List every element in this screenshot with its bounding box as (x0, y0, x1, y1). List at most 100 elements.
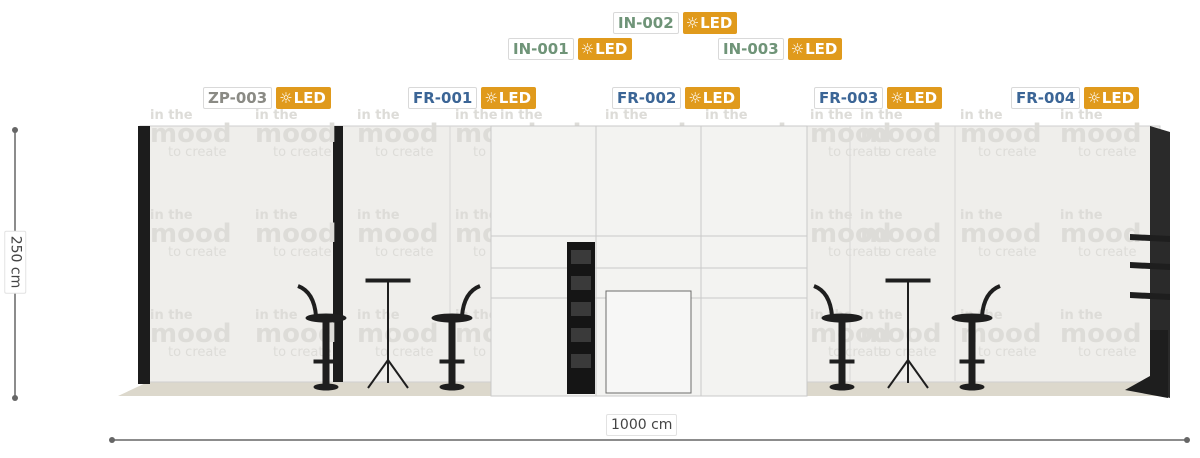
svg-text:in the: in the (860, 308, 903, 323)
svg-text:to create: to create (1078, 145, 1136, 160)
svg-text:in the: in the (455, 108, 498, 123)
svg-text:to create: to create (878, 145, 936, 160)
svg-text:in the: in the (860, 108, 903, 123)
svg-text:to create: to create (828, 145, 886, 160)
bar-table (365, 278, 411, 389)
svg-text:mood: mood (810, 219, 891, 249)
light-tag-fr-002: FR-002☼LED (612, 87, 741, 109)
sun-icon: ☼ (685, 14, 700, 32)
led-text: LED (293, 89, 326, 107)
svg-text:to create: to create (375, 345, 433, 360)
width-dimension-label: 1000 cm (606, 414, 678, 436)
led-badge: ☼LED (787, 38, 843, 60)
wall-shelves (1125, 234, 1170, 398)
led-badge: ☼LED (685, 87, 741, 109)
svg-text:in the: in the (150, 108, 193, 123)
svg-text:mood: mood (1060, 219, 1141, 249)
led-text: LED (805, 40, 838, 58)
light-tag-fr-004: FR-004☼LED (1011, 87, 1140, 109)
light-tag-in-001: IN-001☼LED (508, 38, 633, 60)
svg-text:to create: to create (375, 245, 433, 260)
bar-table (885, 278, 931, 389)
bar-stool (431, 284, 481, 391)
height-dimension-label: 250 cm (4, 230, 27, 294)
zp-divider-post (333, 126, 343, 382)
svg-text:mood: mood (960, 219, 1041, 249)
svg-text:in the: in the (255, 208, 298, 223)
bar-stool (813, 284, 863, 391)
svg-text:to create: to create (978, 345, 1036, 360)
svg-text:to create: to create (168, 345, 226, 360)
fixture-code: ZP-003 (203, 87, 273, 109)
led-badge: ☼LED (887, 87, 943, 109)
sun-icon: ☼ (688, 89, 702, 107)
sun-icon: ☼ (580, 40, 595, 58)
svg-text:mood: mood (860, 119, 941, 149)
svg-text:in the: in the (810, 108, 853, 123)
svg-text:in the: in the (605, 108, 648, 123)
light-tag-in-002: IN-002☼LED (613, 12, 738, 34)
svg-text:mood: mood (357, 319, 438, 349)
svg-text:in the: in the (1060, 308, 1103, 323)
svg-text:in the: in the (455, 208, 498, 223)
light-tag-in-003: IN-003☼LED (718, 38, 843, 60)
svg-text:in the: in the (960, 208, 1003, 223)
svg-text:mood: mood (255, 119, 336, 149)
svg-text:mood: mood (150, 319, 231, 349)
svg-text:to create: to create (168, 145, 226, 160)
svg-text:mood: mood (255, 219, 336, 249)
svg-text:mood: mood (860, 219, 941, 249)
fixture-code: IN-002 (613, 12, 679, 34)
sun-icon: ☼ (279, 89, 293, 107)
svg-text:to create: to create (273, 345, 331, 360)
led-text: LED (904, 89, 938, 107)
sun-icon: ☼ (484, 89, 498, 107)
svg-text:mood: mood (357, 119, 438, 149)
svg-text:to create: to create (273, 145, 331, 160)
svg-text:mood: mood (960, 119, 1041, 149)
svg-text:to create: to create (1078, 245, 1136, 260)
svg-text:to create: to create (878, 245, 936, 260)
led-badge: ☼LED (577, 38, 633, 60)
led-badge: ☼LED (481, 87, 537, 109)
svg-text:in the: in the (150, 308, 193, 323)
svg-text:in the: in the (357, 208, 400, 223)
svg-text:mood: mood (810, 119, 891, 149)
furniture (297, 278, 1001, 391)
svg-text:in the: in the (255, 108, 298, 123)
svg-text:in the: in the (255, 308, 298, 323)
light-tag-fr-003: FR-003☼LED (814, 87, 943, 109)
fixture-code: IN-003 (718, 38, 784, 60)
bar-stool (951, 284, 1001, 391)
svg-text:mood: mood (860, 319, 941, 349)
sun-icon: ☼ (790, 40, 805, 58)
svg-text:in the: in the (357, 108, 400, 123)
svg-text:to create: to create (828, 245, 886, 260)
left-post (138, 126, 150, 384)
svg-text:to create: to create (168, 245, 226, 260)
svg-text:in the: in the (357, 308, 400, 323)
fixture-code: IN-001 (508, 38, 574, 60)
led-badge: ☼LED (276, 87, 331, 109)
led-badge: ☼LED (682, 12, 738, 34)
svg-text:in the: in the (705, 108, 748, 123)
svg-text:in the: in the (810, 208, 853, 223)
svg-text:mood: mood (150, 119, 231, 149)
svg-text:to create: to create (978, 245, 1036, 260)
svg-text:in the: in the (860, 208, 903, 223)
svg-text:to create: to create (1078, 345, 1136, 360)
svg-text:in the: in the (960, 108, 1003, 123)
light-tag-fr-001: FR-001☼LED (408, 87, 537, 109)
